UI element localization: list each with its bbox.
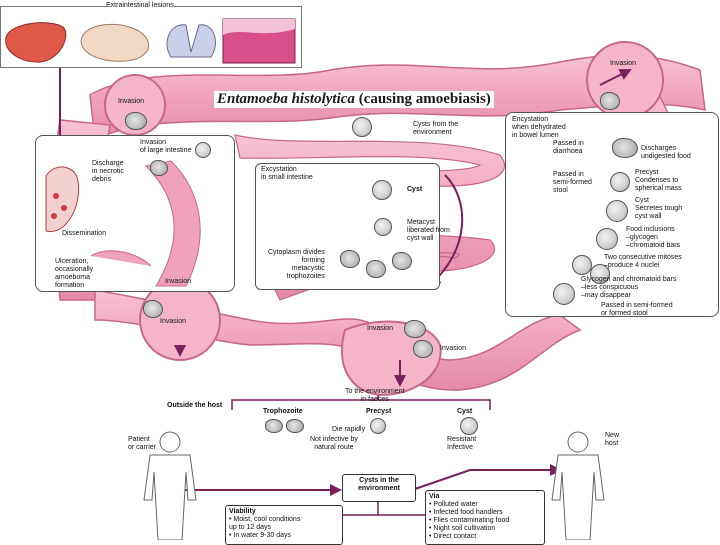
title-species: Entamoeba histolytica xyxy=(217,91,355,107)
trophozoite-top-left xyxy=(125,112,147,130)
encystation-label: Encystation when dehydrated in bowel lum… xyxy=(512,116,566,139)
mitosis-cyst-1 xyxy=(572,255,592,275)
glycogen-bars-label: Glycogen and chromatoid bars –less consp… xyxy=(581,276,677,299)
ulceration-label: Ulceration, occasionally amoeboma format… xyxy=(55,258,94,289)
excystation-panel xyxy=(255,163,440,290)
intestinal-wall-section xyxy=(144,160,201,287)
cysts-environment-label: Cysts from the environment xyxy=(413,121,459,136)
invasion-bottom-left-label: Invasion xyxy=(160,318,187,325)
trophozoite-bottom-right xyxy=(413,340,433,358)
cyst-right-icon xyxy=(606,200,628,222)
viability-title: Viability xyxy=(229,508,256,515)
invasion-bottom-mid-label: Invasion xyxy=(367,325,394,332)
liver-icon xyxy=(5,22,67,63)
cyst-from-environment xyxy=(352,117,372,137)
precyst-bottom-label: Precyst xyxy=(366,408,392,415)
not-infective-label: Not infective by natural route xyxy=(310,436,358,451)
new-host-figure-icon xyxy=(551,431,605,540)
cyst-bottom-label: Cyst xyxy=(457,408,473,415)
passed-diarrhoea-label: Passed in diarrhoea xyxy=(553,140,584,155)
to-environment-label: To the environment in faeces xyxy=(345,388,405,403)
metacystic-trophozoite-3 xyxy=(366,260,386,278)
page-title: Entamoeba histolytica (causing amoebiasi… xyxy=(214,91,494,108)
metacyst-label: Metacyst liberated from cyst wall xyxy=(407,219,450,242)
discharge-necrotic-label: Discharge in necrotic debris xyxy=(92,160,124,183)
trophozoite-bottom-left xyxy=(143,300,163,318)
section-bottom-mid xyxy=(340,320,442,397)
invasion-bottom-right-label: Invasion xyxy=(440,345,467,352)
precyst-label: Precyst Condenses to spherical mass xyxy=(635,169,682,192)
via-items: • Polluted water • Infected food handler… xyxy=(429,501,510,540)
trophozoite-left-panel xyxy=(150,160,168,176)
passed-formed-label: Passed in semi-formed or formed stool xyxy=(601,302,673,317)
invasion-left-panel-label: Invasion xyxy=(165,278,192,285)
extraintestinal-label: Extraintestinal lesions xyxy=(106,2,174,10)
trophozoite-bottom-icon-1 xyxy=(265,419,283,433)
outside-host-label: Outside the host xyxy=(167,402,223,409)
viability-box: Viability • Moist, cool conditions up to… xyxy=(225,505,343,545)
precyst-icon xyxy=(610,172,630,192)
cyst-label: Cyst xyxy=(407,186,423,193)
trophozoite-top-right xyxy=(600,92,620,110)
metacyst-icon xyxy=(374,218,392,236)
invasion-large-label: Invasion of large intestine xyxy=(140,139,192,154)
metacystic-trophozoite-1 xyxy=(340,250,360,268)
discharges-food-label: Discharges undigested food xyxy=(641,145,691,160)
extraintestinal-strip xyxy=(0,6,302,68)
cysts-in-env-box: Cysts in the environment xyxy=(342,474,416,502)
patient-figure-icon xyxy=(143,431,197,540)
left-panel xyxy=(35,135,235,292)
invasion-top-left-label: Invasion xyxy=(118,98,145,105)
trophozoite-bottom-label: Trophozoite xyxy=(263,408,303,415)
via-box: Via • Polluted water • Infected food han… xyxy=(425,490,545,545)
passed-semiformed-label: Passed in semi-formed stool xyxy=(553,171,592,194)
mature-cyst-icon xyxy=(553,283,575,305)
invasion-top-right-label: Invasion xyxy=(610,60,637,67)
viability-items: • Moist, cool conditions up to 12 days •… xyxy=(229,516,301,539)
precyst-bottom-icon xyxy=(370,418,386,434)
mitosis-cyst-2 xyxy=(590,264,610,284)
dissemination-label: Dissemination xyxy=(62,230,106,237)
food-inclusion-cyst xyxy=(596,228,618,250)
trophozoite-bottom-mid xyxy=(404,320,426,338)
cyst-small-intestine xyxy=(372,180,392,200)
title-rest: (causing amoebiasis) xyxy=(358,91,491,107)
excystation-small-label: Excystation in small intestine xyxy=(261,166,313,181)
new-host-label: New host xyxy=(605,432,620,447)
trophozoite-encystation xyxy=(612,138,638,158)
lung-icon xyxy=(166,24,216,58)
via-title: Via xyxy=(429,493,440,500)
cyst-left-panel-1 xyxy=(195,142,211,158)
trophozoite-bottom-icon-2 xyxy=(286,419,304,433)
cytoplasm-divides-label: Cytoplasm divides forming metacystic tro… xyxy=(268,249,325,280)
food-inclusions-label: Food inclusions –glycogen –chromatoid ba… xyxy=(626,226,681,249)
resistant-label: Resistant Infective xyxy=(447,436,477,451)
cyst-bottom-icon xyxy=(460,417,478,435)
patient-label: Patient or carrier xyxy=(128,436,157,451)
two-mitoses-label: Two consecutive mitoses –produce 4 nucle… xyxy=(604,254,682,269)
brain-icon xyxy=(80,23,149,62)
cyst-right-label: Cyst Secretes tough cyst wall xyxy=(635,197,683,220)
metacystic-trophozoite-2 xyxy=(392,252,412,270)
die-rapidly-label: Die rapidly xyxy=(332,426,366,433)
